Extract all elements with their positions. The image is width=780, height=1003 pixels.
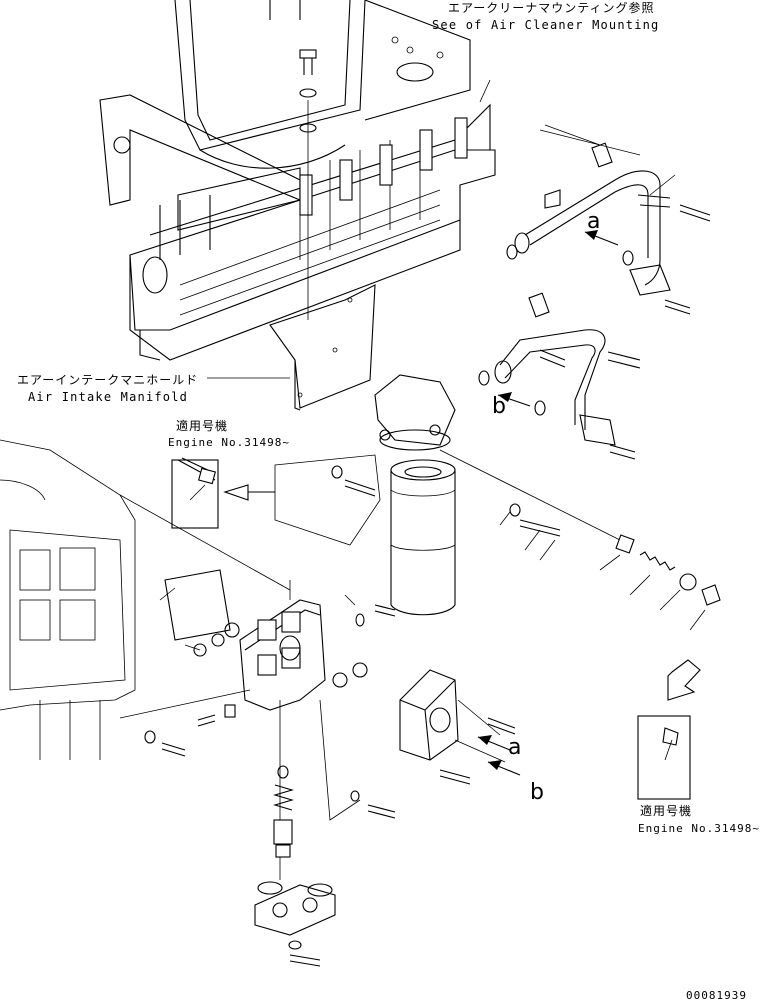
applicable-jp-upper: 適用号機 — [176, 418, 228, 433]
oil-cooler-block — [119, 569, 396, 757]
oil-filter-head — [374, 374, 456, 451]
upper-oil-pipe — [514, 124, 711, 315]
label-intake-manifold: エアーインテークマニホールド Air Intake Manifold — [17, 373, 198, 404]
drawing-number: 00081939 — [686, 989, 747, 1002]
engine-no-upper: Engine No.31498~ — [168, 436, 290, 449]
ref-letter-b-upper: b — [492, 394, 506, 419]
ref-letter-a-lower: a — [508, 735, 521, 760]
ref-letter-a-upper: a — [587, 209, 600, 234]
air-intake-manifold — [129, 49, 496, 361]
flow-arrows — [477, 230, 619, 776]
engine-no-lower: Engine No.31498~ — [638, 822, 760, 835]
label-intake-en: Air Intake Manifold — [28, 390, 188, 404]
oil-filter-cartridge — [390, 459, 456, 616]
label-applicability-lower: 適用号機 Engine No.31498~ — [638, 803, 760, 835]
engine-block-outline — [0, 439, 291, 760]
oil-cooler — [399, 669, 516, 785]
label-applicability-upper: 適用号機 Engine No.31498~ — [168, 418, 290, 449]
applicable-jp-lower: 適用号機 — [640, 803, 692, 818]
detail-box-upper — [171, 454, 381, 546]
label-air-cleaner-jp: エアークリーナマウンティング参照 — [448, 0, 655, 15]
label-air-cleaner-en: See of Air Cleaner Mounting — [432, 18, 659, 32]
label-air-cleaner: エアークリーナマウンティング参照 See of Air Cleaner Moun… — [432, 0, 659, 32]
label-intake-jp: エアーインテークマニホールド — [17, 373, 198, 387]
air-cleaner-bracket — [99, 0, 471, 231]
regulator-valve-stack — [254, 699, 396, 967]
relief-valve-parts — [331, 449, 721, 631]
ref-letter-b-lower: b — [530, 780, 544, 805]
detail-box-lower — [637, 659, 701, 800]
lower-oil-pipe — [478, 244, 641, 460]
heat-shield-plate — [269, 284, 376, 411]
